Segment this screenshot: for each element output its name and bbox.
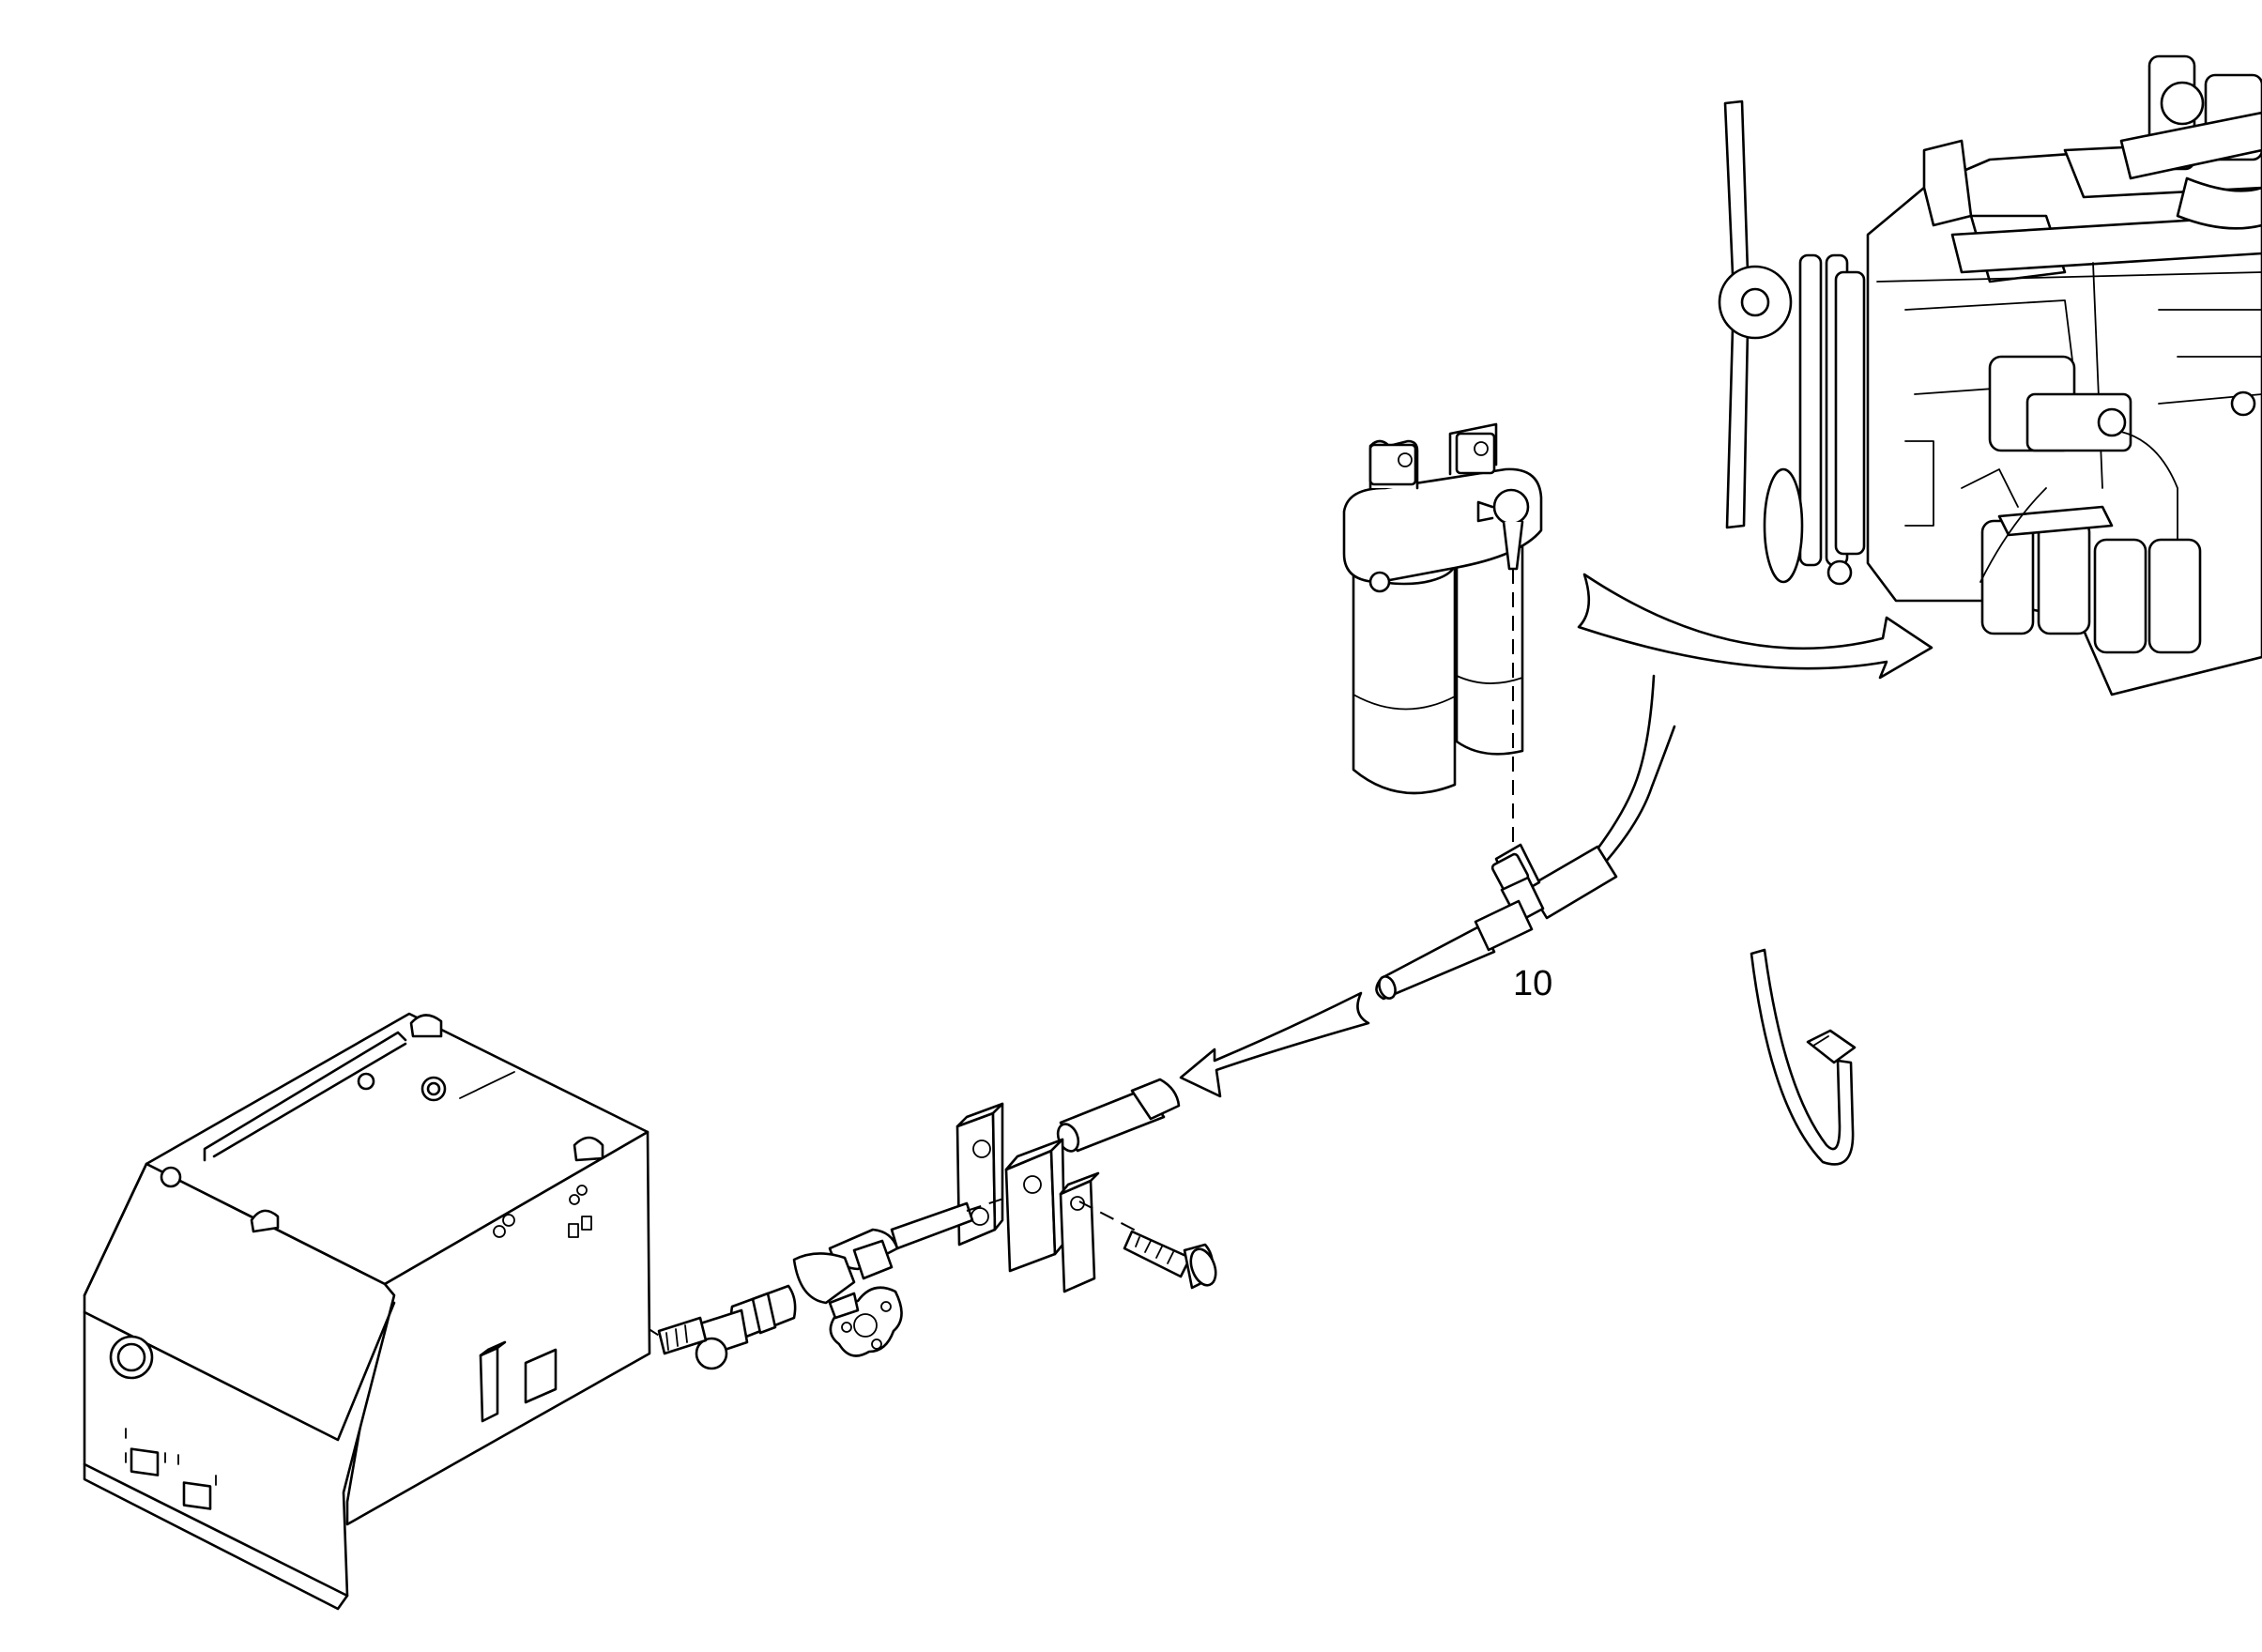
clamp-plate [1059,1171,1100,1293]
arrow-to-coupling [1179,991,1370,1098]
fuel-filter-assembly [1342,422,1543,795]
assembly-line-bolt [1078,1201,1139,1232]
arrow-to-engine [1577,573,1933,680]
tee-fitting-hose [1375,674,1676,1001]
cable-tie [1750,948,1857,1166]
engine-assembly [1718,54,2262,696]
hex-bolt [1123,1230,1217,1290]
coupling-nut [1056,1078,1181,1153]
callout-label-10: 10 [1513,964,1552,1003]
clamp-block-right [1004,1138,1066,1273]
shutoff-valve-assembly [657,1197,1007,1370]
enclosure-box [83,1012,651,1611]
